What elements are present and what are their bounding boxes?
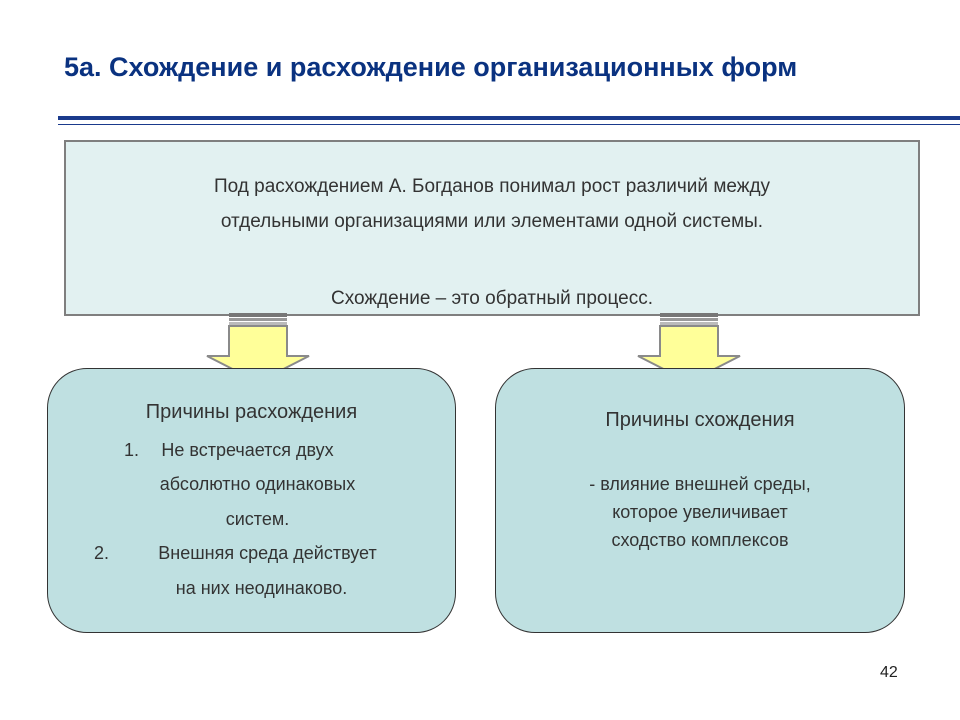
convergence-line-1: - влияние внешней среды, [589,474,811,494]
convergence-heading: Причины схождения [605,409,795,431]
divergence-heading: Причины расхождения [145,401,358,423]
convergence-line-2: которое увеличивает [612,502,788,522]
list-line: Не встречается двух [161,440,334,460]
definition-line-1: Под расхождением А. Богданов понимал рос… [213,176,771,197]
list-number: 1. [124,440,140,460]
convergence-causes-box: Причины схождения - влияние внешней сред… [495,368,905,633]
list-number: 2. [94,543,110,563]
list-line: абсолютно одинаковых [159,474,356,494]
list-line: Внешняя среда действует [158,543,377,563]
list-line: на них неодинаково. [175,578,348,598]
slide-title: 5а. Схождение и расхождение организацион… [64,52,798,82]
title-rule-thin [58,124,960,125]
page-number: 42 [880,664,898,681]
divergence-causes-box: Причины расхождения 1. Не встречается дв… [47,368,456,633]
convergence-line-3: сходство комплексов [611,530,789,550]
list-line: систем. [225,509,290,529]
title-rule-thick [58,116,960,120]
definition-line-2: отдельными организациями или элементами … [220,211,764,232]
definition-line-3: Схождение – это обратный процесс. [331,288,653,309]
definition-box: Под расхождением А. Богданов понимал рос… [64,140,920,316]
